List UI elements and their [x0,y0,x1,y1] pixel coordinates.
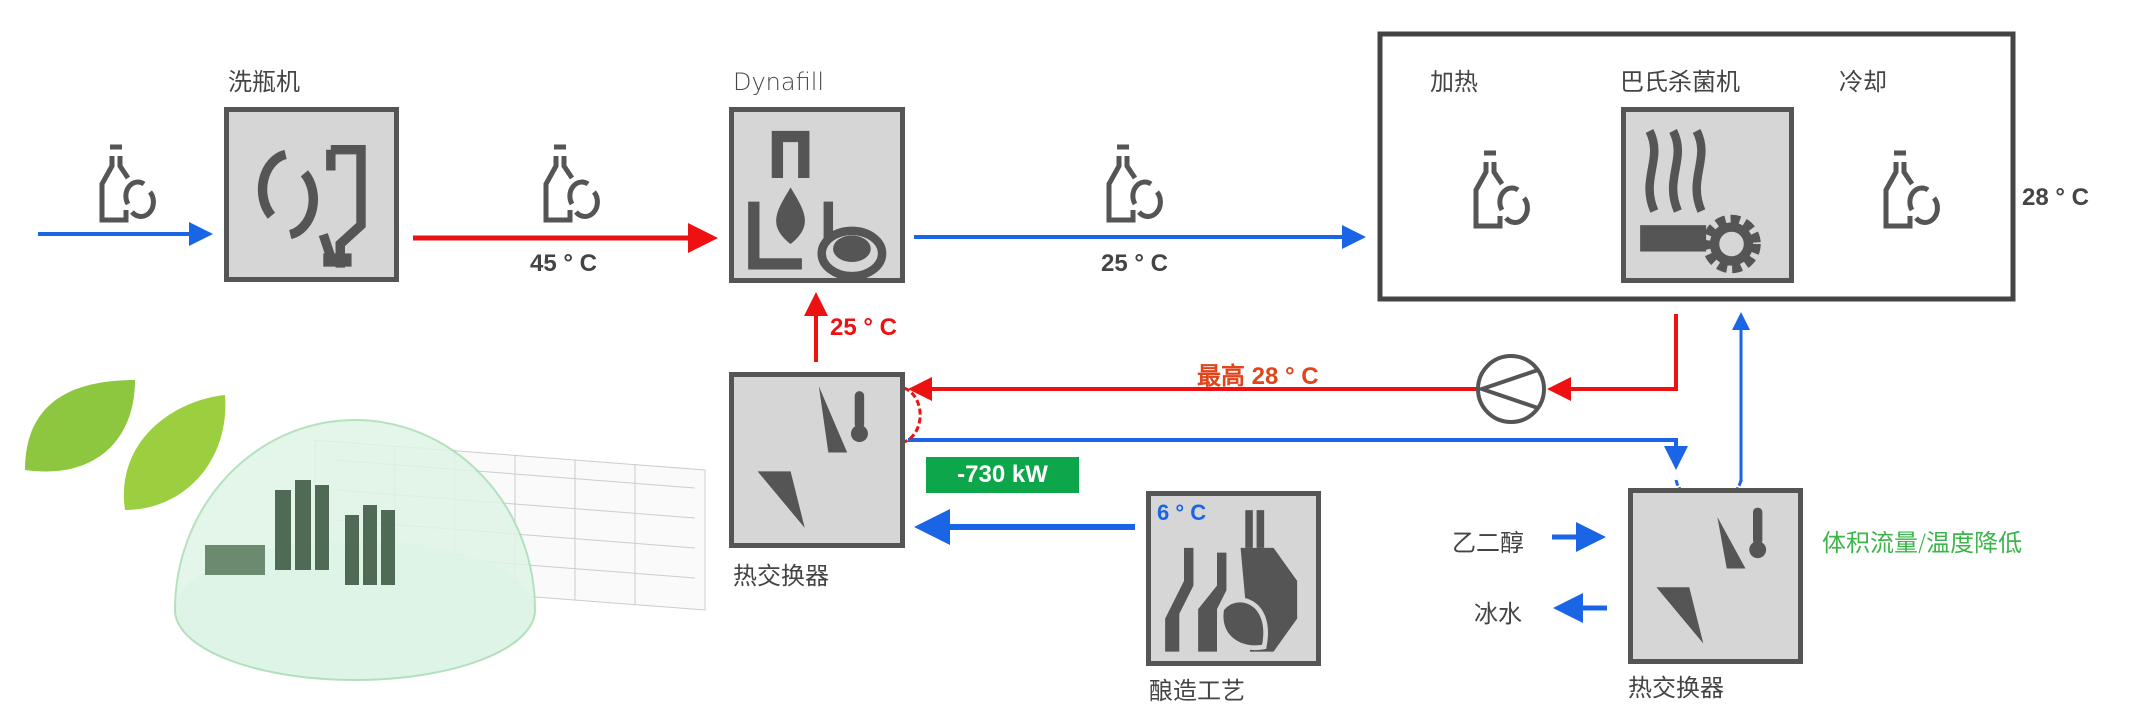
brewing-station[interactable]: 6 ° C [1146,491,1321,666]
heating-bottle-icon [1473,150,1530,229]
heat-exchanger-icon [757,386,868,528]
pasteurizer-return-hot-line [1547,314,1678,401]
washer-label: 洗瓶机 [228,68,300,96]
temp-to-filler: 25 ° C [830,314,897,341]
cooling-label: 冷却 [1839,68,1887,96]
washer-station[interactable] [224,107,399,282]
heat-exchanger-1[interactable] [729,372,905,548]
heat-exchanger-icon [1656,507,1767,644]
pasteurizer-group-frame [1377,31,2016,302]
bottle-icon [1106,144,1163,223]
temp-max-return: 最高 28 ° C [1197,363,1319,390]
hx1-to-hx2-cold-line [908,438,1688,470]
pasteurizer-label: 巴氏杀菌机 [1620,68,1740,96]
pump-icon [1475,354,1546,424]
heat-exchanger-1-label: 热交换器 [733,562,829,590]
bottle-icon [543,144,600,223]
hx1-connection-loop [903,386,922,444]
cooling-bottle-icon [1883,150,1940,229]
filler-icon [748,130,887,278]
temp-after-washer: 45 ° C [530,250,597,277]
brewing-icon [1165,510,1298,652]
filler-station[interactable] [729,107,905,283]
pasteurizer-station[interactable] [1621,107,1794,283]
temp-pasteurizer-out: 28 ° C [2022,184,2089,211]
flow-reduction-note: 体积流量/温度降低 [1822,529,2023,557]
bottle-icon [99,144,156,223]
heat-exchanger-2-label: 热交换器 [1628,674,1724,702]
pasteurizer-icon [1640,129,1761,274]
bottle-washer-icon [257,145,366,268]
ice-water-label: 冰水 [1474,600,1522,628]
heating-label: 加热 [1430,68,1478,96]
temp-after-filler: 25 ° C [1101,250,1168,277]
glycol-label: 乙二醇 [1452,529,1524,557]
brewery-dome-illustration [25,380,706,681]
filler-label: Dynafill [733,68,825,96]
brewing-temp: 6 ° C [1157,500,1207,525]
power-badge: -730 kW [926,457,1079,493]
brewing-label: 酿造工艺 [1149,677,1245,705]
heat-exchanger-2[interactable] [1628,488,1803,664]
